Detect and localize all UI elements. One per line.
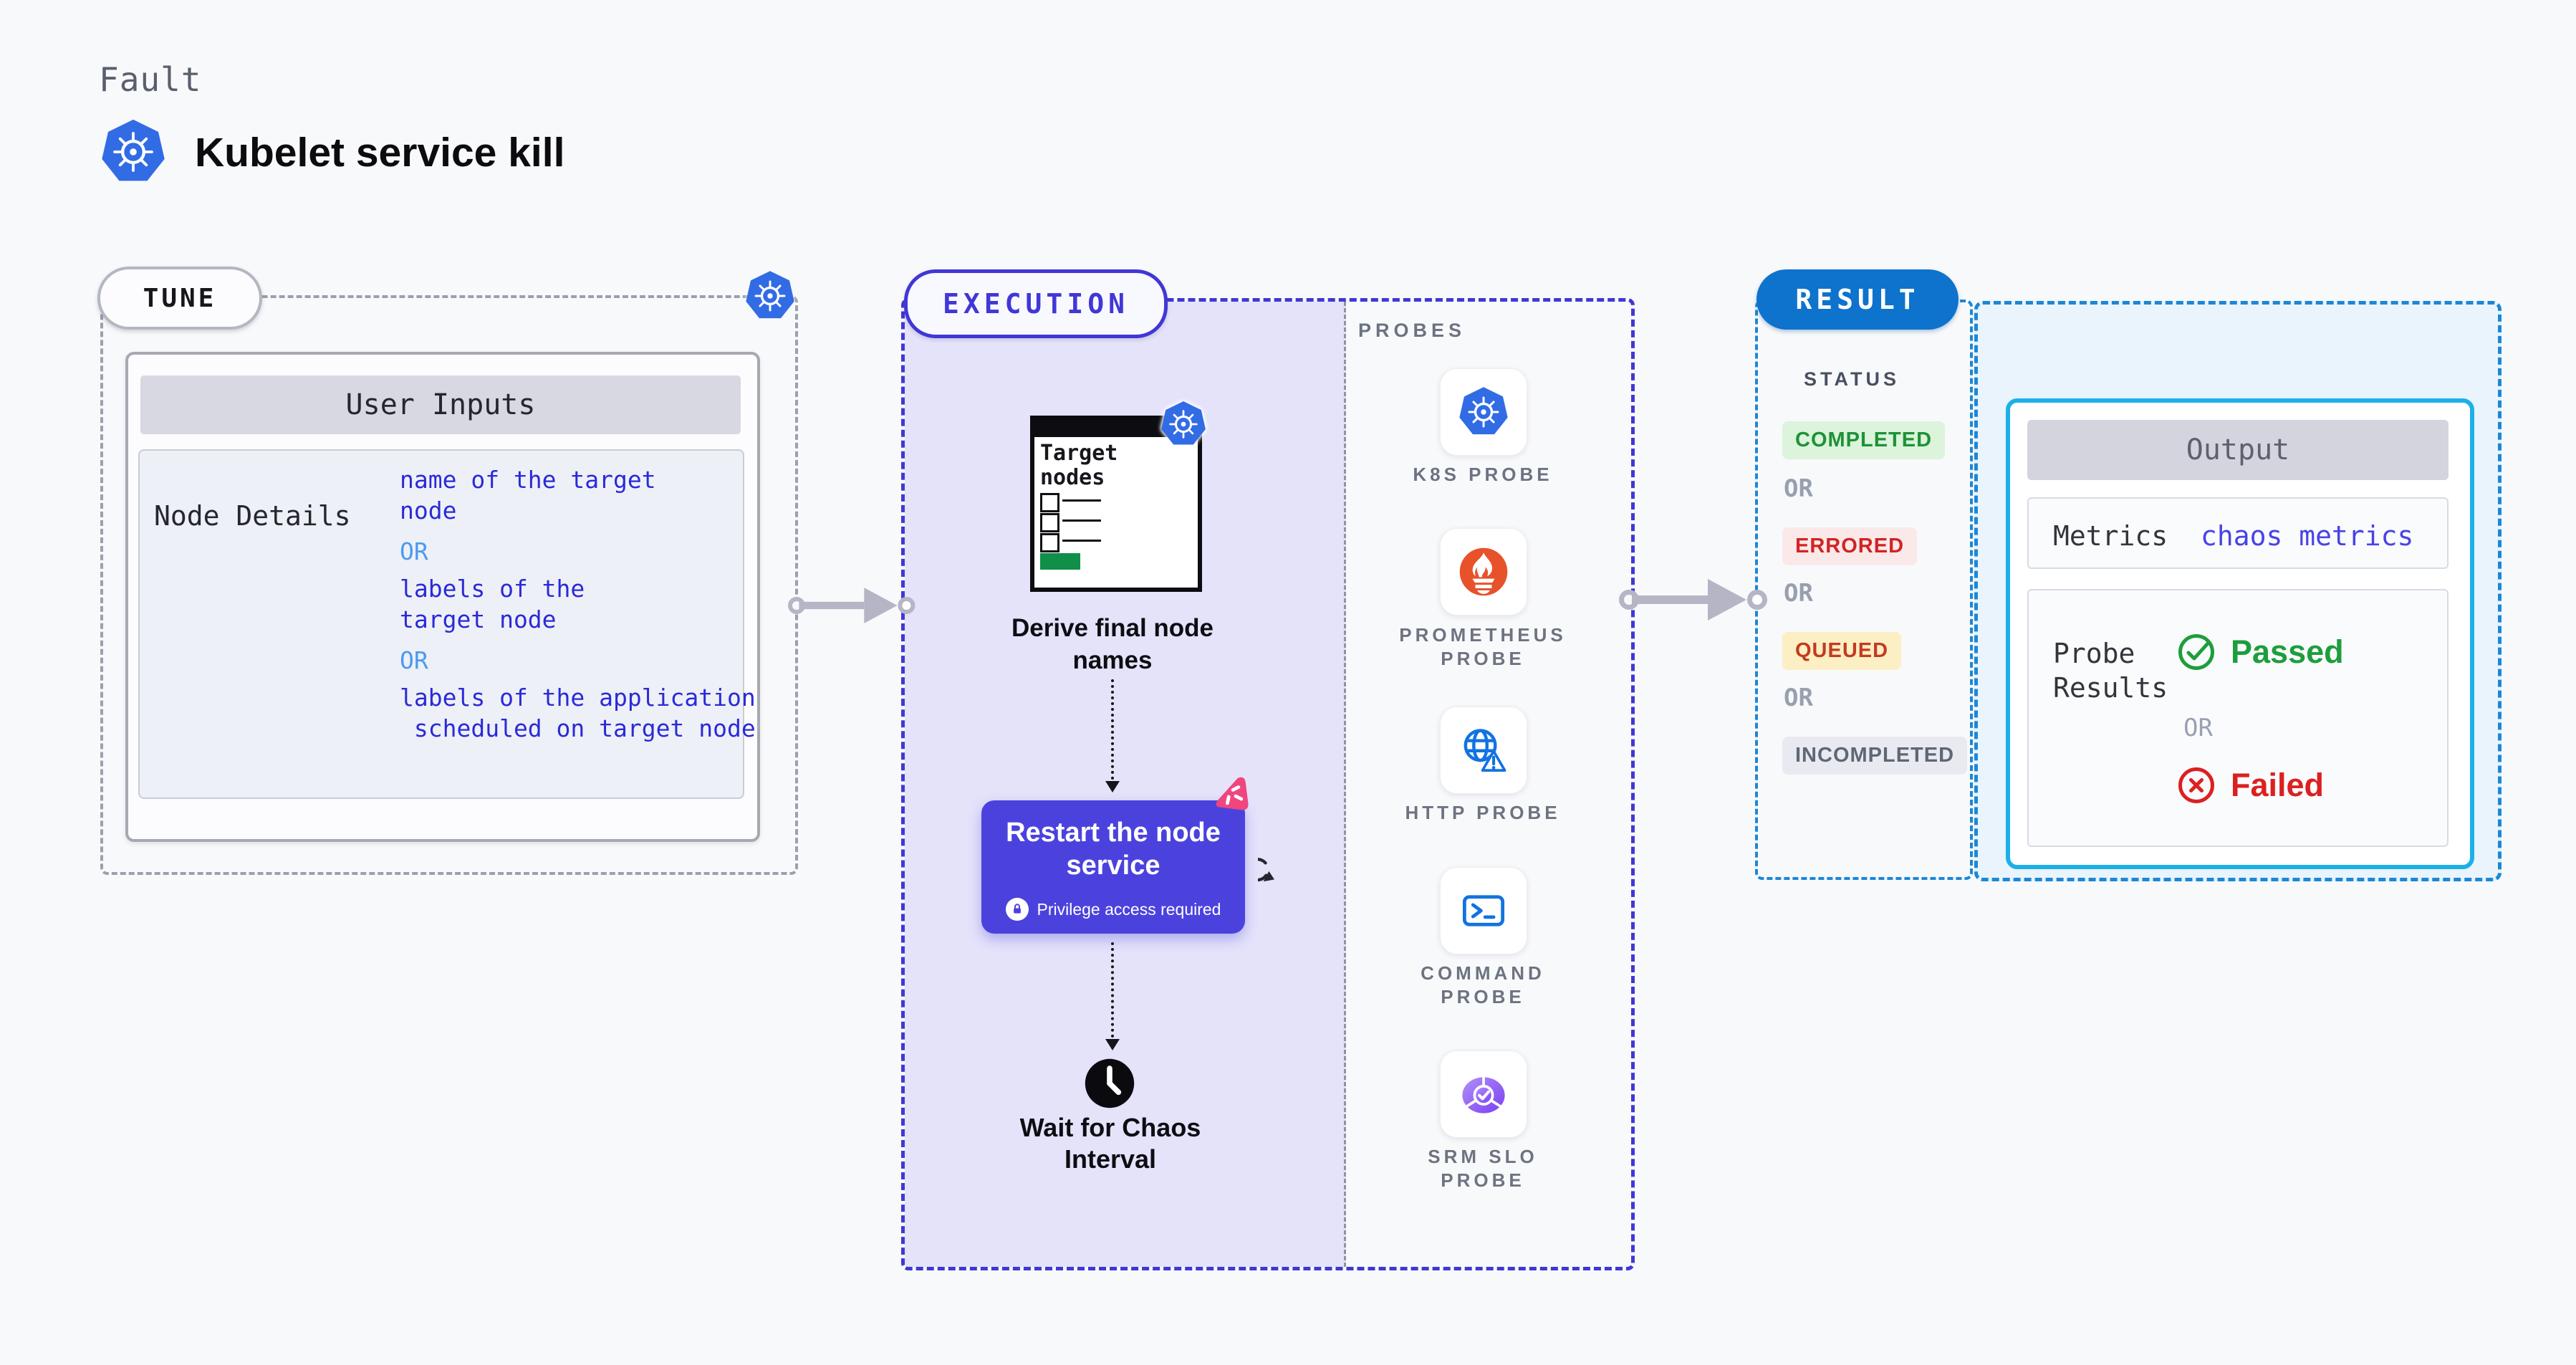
derive-node-names-label: Derive final node names [1011,614,1214,674]
metrics-row: Metrics chaos metrics [2027,497,2448,569]
loop-refresh-icon [1258,853,1291,886]
probe-results-label: Probe Results [2053,638,2168,704]
user-inputs-header: User Inputs [140,375,741,434]
clock-icon [1082,1056,1137,1111]
privilege-badge: Privilege access required [981,898,1245,921]
kubernetes-icon [1457,385,1510,439]
dotted-flow-line [1111,679,1114,780]
kubernetes-icon [99,118,168,186]
wait-chaos-interval-label: Wait for Chaos Interval [1019,1113,1201,1174]
output-card: Output Metrics chaos metrics Probe Resul… [2006,398,2474,869]
srm-slo-pie-check-icon [1457,1068,1510,1121]
restart-card-title: Restart the node service [1006,818,1221,881]
x-circle-icon [2176,765,2216,805]
probes-heading: PROBES [1358,320,1466,341]
dotted-arrowhead-icon [1105,781,1120,792]
status-badge-completed: COMPLETED [1782,421,1946,459]
dotted-arrowhead-icon [1105,1039,1120,1050]
or-separator: OR [1784,684,1813,712]
target-card-title: Target nodes [1040,441,1118,490]
lock-icon [1005,898,1029,921]
probe-label-prometheus: PROMETHEUS PROBE [1399,624,1567,669]
node-details-label: Node Details [154,500,351,532]
or-separator: OR [400,537,428,565]
value-line: labels of the application [400,684,756,712]
probe-label-srm-slo: SRM SLO PROBE [1428,1146,1538,1191]
privilege-badge-label: Privilege access required [1037,899,1221,919]
http-globe-warning-icon [1457,724,1510,777]
value-line: node [400,497,457,525]
probe-results-row: Probe Results Passed OR Failed [2027,589,2448,847]
probe-card-http [1440,707,1527,794]
execution-pill: EXECUTION [904,269,1168,338]
checkbox-icon [1040,533,1059,552]
failed-result: Failed [2176,765,2324,805]
restart-node-service-card: Restart the node service Privilege acces… [981,800,1245,934]
passed-label: Passed [2231,633,2344,670]
probe-label-http: HTTP PROBE [1405,802,1561,823]
node-details-values: name of the target node OR labels of the… [400,464,756,744]
command-terminal-icon [1457,884,1510,937]
probe-card-prometheus [1440,528,1527,616]
fault-kicker: Fault [99,60,202,99]
passed-result: Passed [2176,632,2344,672]
metrics-label: Metrics [2053,520,2168,552]
prometheus-icon [1457,545,1510,598]
dotted-flow-line [1111,942,1114,1038]
status-badge-incompleted: INCOMPLETED [1782,737,1968,775]
flow-arrow-tune-to-execution [788,573,917,638]
check-circle-icon [2176,632,2216,672]
output-card-header: Output [2027,420,2448,480]
kubernetes-icon [1159,400,1208,449]
probe-label-k8s: K8S PROBE [1413,464,1553,485]
chaos-pinwheel-icon [1212,775,1259,823]
value-line: name of the target [400,466,656,494]
list-line [1062,519,1101,522]
probe-card-srm-slo [1440,1050,1527,1138]
result-pill: RESULT [1756,269,1959,330]
flow-arrow-execution-to-result [1619,567,1769,632]
tune-section-box [100,295,798,875]
list-line [1062,499,1101,502]
green-button-bar [1040,553,1080,570]
kubernetes-icon [744,269,797,322]
node-details-row [138,449,744,799]
status-heading: STATUS [1804,368,1900,390]
or-separator: OR [400,646,428,674]
page-title: Kubelet service kill [195,130,565,176]
list-line [1062,540,1101,542]
or-separator: OR [2183,714,2213,742]
probe-card-k8s [1440,368,1527,456]
probe-card-command [1440,867,1527,954]
or-separator: OR [1784,474,1813,503]
status-badge-queued: QUEUED [1782,632,1902,670]
tune-pill: TUNE [97,267,262,330]
probe-label-command: COMMAND PROBE [1421,962,1545,1007]
status-badge-errored: ERRORED [1782,527,1918,565]
checkbox-icon [1040,513,1059,532]
metrics-value: chaos metrics [2201,520,2414,552]
value-line: scheduled on target node [400,714,756,742]
value-line: labels of the [400,575,585,603]
value-line: target node [400,605,557,633]
or-separator: OR [1784,579,1813,608]
failed-label: Failed [2231,767,2325,803]
checkbox-icon [1040,493,1059,512]
